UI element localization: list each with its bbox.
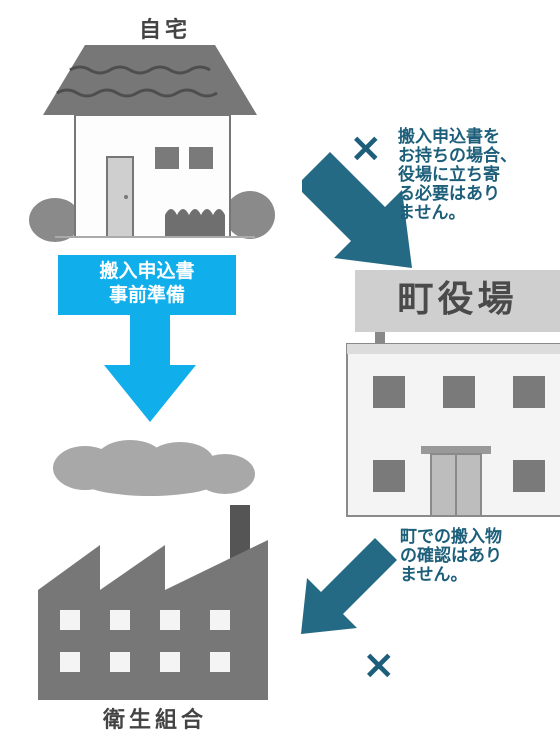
house-illustration	[29, 45, 275, 242]
prep-box: 搬入申込書 事前準備	[58, 255, 236, 315]
factory-label: 衛生組合	[102, 708, 207, 733]
note-top-line: ません。	[398, 203, 466, 223]
home-label: 自宅	[138, 18, 191, 43]
down-arrow	[104, 310, 196, 422]
townhall-sign: 町役場	[397, 279, 518, 320]
note-bottom-line: の確認はあり	[400, 546, 502, 566]
cross-bottom-icon: ×	[362, 642, 396, 688]
note-bottom-line: 町での搬入物	[400, 527, 502, 547]
arrow-to-townhall	[302, 152, 412, 268]
cross-top-icon: ×	[349, 125, 383, 171]
townhall-illustration	[346, 270, 560, 517]
arrow-to-factory	[301, 538, 397, 634]
factory-illustration	[38, 440, 268, 700]
prep-box-line2: 事前準備	[108, 284, 185, 306]
prep-box-line1: 搬入申込書	[99, 260, 195, 282]
note-top: 搬入申込書を お持ちの場合、 役場に立ち寄 る必要はあり ません。	[398, 128, 517, 223]
note-bottom: 町での搬入物 の確認はあり ません。	[400, 528, 502, 585]
note-top-line: お持ちの場合、	[398, 146, 517, 166]
note-bottom-line: ません。	[400, 565, 468, 585]
note-top-line: 役場に立ち寄	[398, 165, 500, 185]
note-top-line: る必要はあり	[398, 184, 500, 204]
note-top-line: 搬入申込書を	[398, 127, 500, 147]
